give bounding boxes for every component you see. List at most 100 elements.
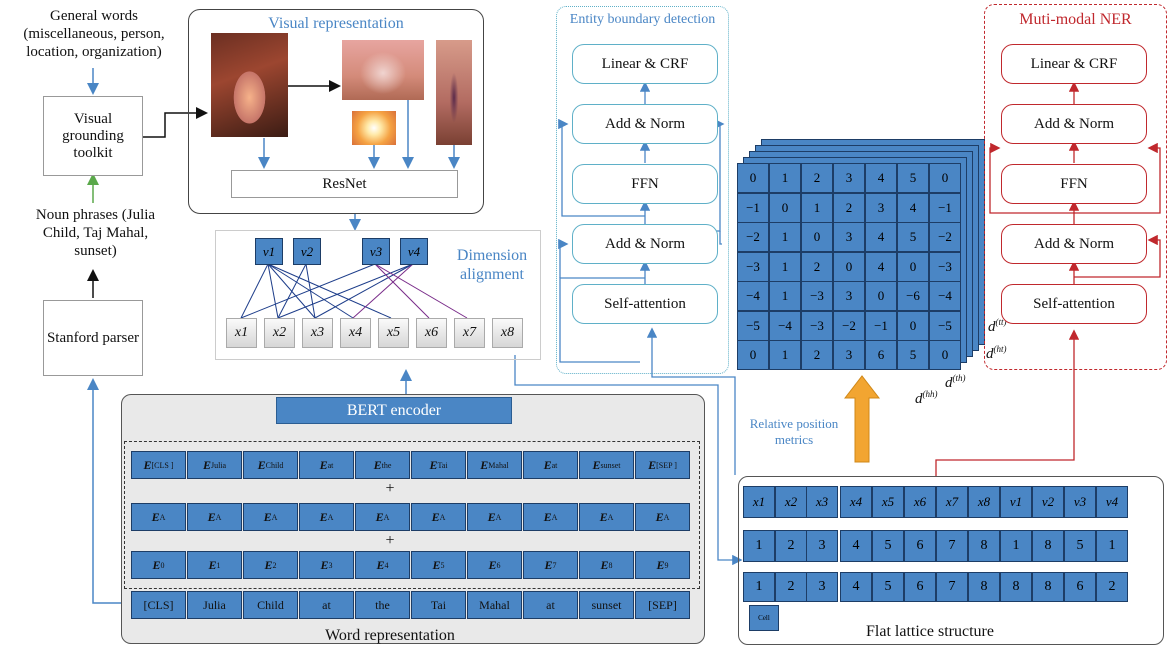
matrix-cell: 1 — [769, 222, 801, 252]
matrix-cell: 3 — [833, 222, 865, 252]
matrix-cell: 0 — [897, 310, 929, 341]
matrix-cell: −2 — [833, 310, 865, 341]
matrix-cell: −3 — [929, 251, 961, 282]
lattice-token: x4 — [840, 486, 872, 518]
matrix-cell: 6 — [865, 340, 897, 370]
word-token: the — [355, 591, 410, 619]
lattice-head: 7 — [936, 530, 968, 562]
visual-token-v4: v4 — [400, 238, 428, 265]
visual-representation-title: Visual representation — [268, 15, 404, 32]
word-token: [CLS] — [131, 591, 186, 619]
matrix-cell: −6 — [897, 281, 929, 311]
visual-token-v2: v2 — [293, 238, 321, 265]
relative-position-label: Relative position metrics — [749, 416, 839, 447]
lattice-tail: 4 — [840, 572, 872, 602]
lattice-head: 5 — [1064, 530, 1096, 562]
text-token-x4: x4 — [340, 318, 371, 348]
matrix-cell: −3 — [801, 281, 833, 311]
ner-layer-3: FFN — [1001, 164, 1147, 204]
flat-lattice-title: Flat lattice structure — [866, 623, 994, 640]
word-token: at — [299, 591, 354, 619]
multimodal-ner-title: Muti-modal NER — [1019, 11, 1132, 28]
lattice-tail: 2 — [1096, 572, 1128, 602]
text-token-x2: x2 — [264, 318, 295, 348]
entity-layer-2: Add & Norm — [572, 104, 718, 144]
lattice-token: v1 — [1000, 486, 1032, 518]
word-representation-title: Word representation — [325, 627, 455, 644]
matrix-cell: −4 — [769, 310, 801, 341]
lattice-head: 1 — [743, 530, 775, 562]
entity-boundary-panel — [556, 6, 729, 374]
lattice-tail: 3 — [806, 572, 838, 602]
ner-layer-5: Self-attention — [1001, 284, 1147, 324]
bert-encoder-box: BERT encoder — [276, 397, 512, 424]
visual-token-v1: v1 — [255, 238, 283, 265]
lattice-tail: 2 — [775, 572, 807, 602]
entity-layer-1: Linear & CRF — [572, 44, 718, 84]
lattice-cell-legend: Cell — [749, 605, 779, 631]
lattice-tail: 6 — [1064, 572, 1096, 602]
text-token-x3: x3 — [302, 318, 333, 348]
lattice-tail: 7 — [936, 572, 968, 602]
flat-lattice-panel — [738, 476, 1164, 645]
stanford-parser-label: Stanford parser — [46, 329, 140, 346]
matrix-cell: 0 — [801, 222, 833, 252]
dimension-alignment-label: Dimension alignment — [456, 247, 528, 284]
ner-layer-1: Linear & CRF — [1001, 44, 1147, 84]
lattice-token: v2 — [1032, 486, 1064, 518]
matrix-cell: 1 — [801, 192, 833, 223]
plus-sign-1: + — [385, 480, 395, 497]
lattice-tail: 8 — [968, 572, 1000, 602]
word-token: Mahal — [467, 591, 522, 619]
lattice-head: 4 — [840, 530, 872, 562]
matrix-cell: −3 — [737, 251, 769, 282]
lattice-head: 8 — [968, 530, 1000, 562]
matrix-cell: −4 — [737, 281, 769, 311]
entity-layer-4: Add & Norm — [572, 224, 718, 264]
matrix-cell: 0 — [865, 281, 897, 311]
d-tt-label: d(tt) — [988, 317, 1007, 335]
lattice-head: 6 — [904, 530, 936, 562]
matrix-cell: 1 — [769, 163, 801, 193]
matrix-cell: −2 — [737, 222, 769, 252]
lattice-token: x1 — [743, 486, 775, 518]
text-token-x6: x6 — [416, 318, 447, 348]
lattice-head: 1 — [1096, 530, 1128, 562]
resnet-box: ResNet — [231, 170, 458, 198]
matrix-cell: 0 — [929, 340, 961, 370]
matrix-cell: −1 — [865, 310, 897, 341]
lattice-head: 2 — [775, 530, 807, 562]
lattice-tail: 6 — [904, 572, 936, 602]
lattice-tail: 8 — [1032, 572, 1064, 602]
matrix-cell: 3 — [833, 163, 865, 193]
matrix-cell: 5 — [897, 163, 929, 193]
text-token-x5: x5 — [378, 318, 409, 348]
matrix-cell: 5 — [897, 222, 929, 252]
lattice-head: 3 — [806, 530, 838, 562]
visual-grounding-label: Visual grounding toolkit — [62, 110, 124, 161]
matrix-cell: 4 — [865, 163, 897, 193]
lattice-token: v3 — [1064, 486, 1096, 518]
matrix-cell: 3 — [833, 340, 865, 370]
matrix-cell: 5 — [897, 340, 929, 370]
entity-layer-5: Self-attention — [572, 284, 718, 324]
multimodal-ner-panel — [984, 4, 1167, 370]
entity-layer-3: FFN — [572, 164, 718, 204]
resnet-label: ResNet — [322, 175, 367, 192]
matrix-cell: 3 — [833, 281, 865, 311]
cell-legend-label: Cell — [758, 614, 770, 622]
